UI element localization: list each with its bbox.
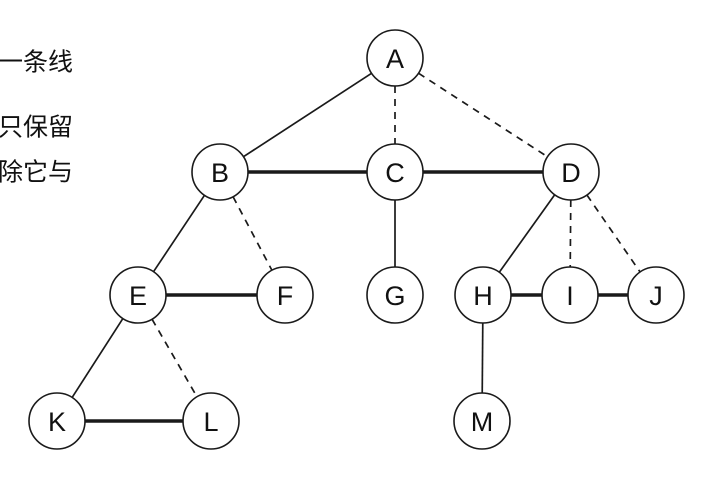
graph-node-d[interactable]: D [542, 143, 600, 201]
node-circle-b[interactable] [191, 143, 249, 201]
node-label-l: L [203, 407, 218, 437]
node-circle-i[interactable] [541, 266, 599, 324]
node-label-f: F [277, 281, 294, 311]
graph-node-f[interactable]: F [256, 266, 314, 324]
node-label-m: M [471, 407, 494, 437]
node-label-a: A [386, 44, 404, 74]
node-circle-c[interactable] [366, 143, 424, 201]
node-circle-h[interactable] [454, 266, 512, 324]
node-circle-d[interactable] [542, 143, 600, 201]
graph-node-i[interactable]: I [541, 266, 599, 324]
node-label-d: D [561, 158, 581, 188]
graph-edge-d-i [569, 199, 572, 268]
annotation-note-3: 除它与 [0, 158, 73, 187]
edge-layer [71, 72, 641, 423]
graph-edge-d-j [586, 194, 641, 273]
node-circle-m[interactable] [453, 392, 511, 450]
graph-node-c[interactable]: C [366, 143, 424, 201]
graph-node-h[interactable]: H [454, 266, 512, 324]
graph-node-m[interactable]: M [453, 392, 511, 450]
graph-edge-h-m [481, 322, 484, 394]
node-label-c: C [385, 158, 405, 188]
graph-node-k[interactable]: K [28, 392, 86, 450]
node-label-k: K [48, 407, 66, 437]
node-label-g: G [384, 281, 405, 311]
node-circle-e[interactable] [109, 266, 167, 324]
graph-edge-b-f [232, 196, 273, 271]
graph-edge-e-k [71, 318, 124, 398]
graph-node-l[interactable]: L [182, 392, 240, 450]
node-label-i: I [566, 281, 574, 311]
node-circle-f[interactable] [256, 266, 314, 324]
graph-edge-e-l [151, 318, 198, 398]
node-circle-g[interactable] [366, 266, 424, 324]
node-label-b: B [211, 158, 229, 188]
node-layer: A B C D E F G H I J K L M [28, 29, 685, 450]
node-circle-l[interactable] [182, 392, 240, 450]
graph-node-j[interactable]: J [627, 266, 685, 324]
node-label-h: H [473, 281, 493, 311]
node-circle-k[interactable] [28, 392, 86, 450]
annotation-note-1: 一条线 [0, 48, 73, 77]
graph-edge-d-h [498, 194, 556, 273]
graph-edge-a-d [418, 72, 548, 158]
graph-node-g[interactable]: G [366, 266, 424, 324]
graph-edge-a-b [242, 72, 373, 158]
graph-node-a[interactable]: A [366, 29, 424, 87]
annotation-note-2: 只保留 [0, 113, 73, 142]
node-circle-a[interactable] [366, 29, 424, 87]
graph-edge-b-e [152, 194, 206, 273]
node-circle-j[interactable] [627, 266, 685, 324]
graph-node-b[interactable]: B [191, 143, 249, 201]
node-label-j: J [649, 281, 663, 311]
node-label-e: E [129, 281, 147, 311]
graph-node-e[interactable]: E [109, 266, 167, 324]
